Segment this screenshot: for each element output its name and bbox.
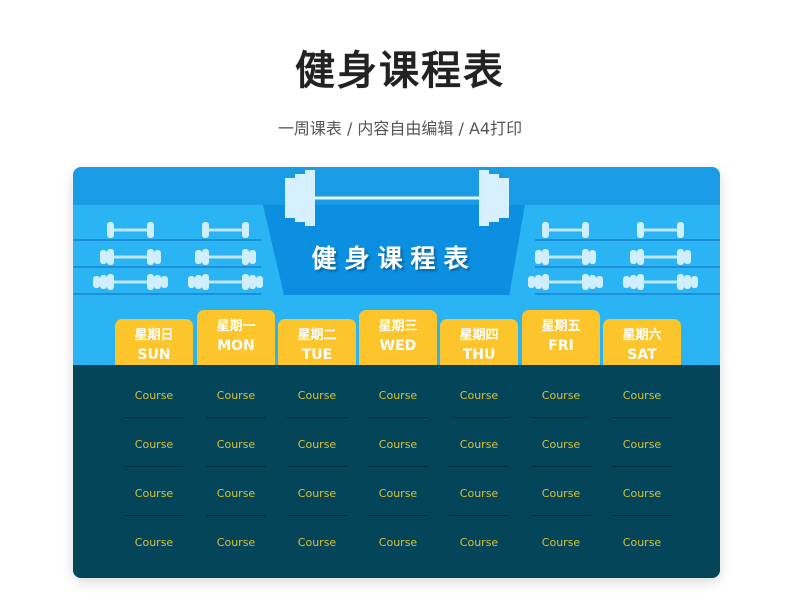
day-cn: 星期一 [216, 319, 256, 334]
cell-divider [206, 515, 266, 516]
page-subtitle: 一周课表 / 内容自由编辑 / A4打印 [277, 119, 523, 138]
course-cell[interactable]: Course [297, 389, 337, 402]
day-en: SUN [137, 347, 171, 363]
course-cell[interactable]: Course [459, 389, 499, 402]
course-cell[interactable]: Course [216, 487, 256, 500]
day-cn: 星期五 [541, 319, 581, 334]
course-cell[interactable]: Course [459, 536, 499, 549]
cell-divider [531, 515, 591, 516]
day-tab-mon: 星期一 MON [197, 310, 275, 365]
cell-divider [612, 515, 672, 516]
course-cell[interactable]: Course [378, 536, 418, 549]
course-cell[interactable]: Course [622, 487, 662, 500]
day-tab-sat: 星期六 SAT [603, 319, 681, 365]
course-cell[interactable]: Course [622, 438, 662, 451]
day-cn: 星期日 [134, 328, 174, 343]
course-cell[interactable]: Course [541, 487, 581, 500]
cell-divider [124, 466, 184, 467]
day-cn: 星期四 [459, 328, 499, 343]
cell-divider [449, 417, 509, 418]
course-cell[interactable]: Course [297, 487, 337, 500]
schedule-card: 健身课程表 星期日 SUN 星期一 MON 星期二 TUE 星期三 WED 星期四 THU 星期五 F… [73, 167, 720, 578]
course-cell[interactable]: Course [216, 536, 256, 549]
course-cell[interactable]: Course [134, 536, 174, 549]
cell-divider [287, 466, 347, 467]
course-cell[interactable]: Course [541, 438, 581, 451]
course-cell[interactable]: Course [297, 536, 337, 549]
day-en: SAT [627, 347, 657, 363]
day-en: THU [462, 347, 496, 363]
day-en: FRI [548, 338, 574, 354]
course-cell[interactable]: Course [459, 487, 499, 500]
dumbbell-decoration-icon [73, 170, 720, 295]
course-cell[interactable]: Course [216, 389, 256, 402]
page-title: 健身课程表 [295, 48, 505, 94]
course-cell[interactable]: Course [378, 438, 418, 451]
cell-divider [124, 417, 184, 418]
schedule-grid [73, 365, 720, 578]
course-cell[interactable]: Course [378, 389, 418, 402]
cell-divider [368, 417, 428, 418]
day-en: WED [379, 338, 417, 354]
day-en: TUE [301, 347, 333, 363]
cell-divider [287, 417, 347, 418]
day-cn: 星期三 [378, 319, 418, 334]
cell-divider [368, 466, 428, 467]
course-cell[interactable]: Course [134, 389, 174, 402]
course-cell[interactable]: Course [134, 487, 174, 500]
cell-divider [531, 466, 591, 467]
course-cell[interactable]: Course [541, 389, 581, 402]
cell-divider [449, 515, 509, 516]
day-tab-wed: 星期三 WED [359, 310, 437, 365]
course-cell[interactable]: Course [297, 438, 337, 451]
day-tab-sun: 星期日 SUN [115, 319, 193, 365]
day-tab-tue: 星期二 TUE [278, 319, 356, 365]
day-cn: 星期二 [297, 328, 337, 343]
cell-divider [206, 417, 266, 418]
day-en: MON [217, 338, 255, 354]
course-cell[interactable]: Course [459, 438, 499, 451]
cell-divider [368, 515, 428, 516]
cell-divider [124, 515, 184, 516]
course-cell[interactable]: Course [134, 438, 174, 451]
day-cn: 星期六 [622, 328, 662, 343]
day-tab-fri: 星期五 FRI [522, 310, 600, 365]
cell-divider [206, 466, 266, 467]
course-cell[interactable]: Course [622, 389, 662, 402]
cell-divider [449, 466, 509, 467]
cell-divider [612, 466, 672, 467]
cell-divider [531, 417, 591, 418]
cell-divider [612, 417, 672, 418]
course-cell[interactable]: Course [541, 536, 581, 549]
course-cell[interactable]: Course [378, 487, 418, 500]
course-cell[interactable]: Course [216, 438, 256, 451]
day-tab-thu: 星期四 THU [440, 319, 518, 365]
card-title: 健身课程表 [311, 244, 477, 273]
course-cell[interactable]: Course [622, 536, 662, 549]
cell-divider [287, 515, 347, 516]
